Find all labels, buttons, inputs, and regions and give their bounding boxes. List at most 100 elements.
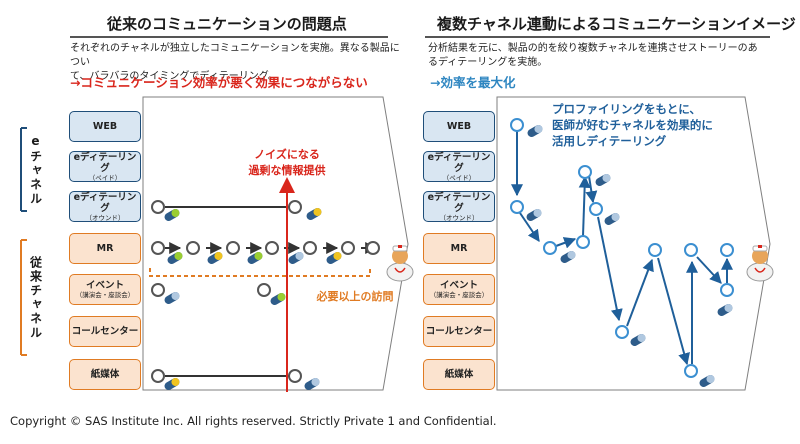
doctor-icon <box>386 245 414 282</box>
left-node <box>257 283 271 297</box>
copyright-footer: Copyright © SAS Institute Inc. All right… <box>10 414 497 428</box>
left-description: それぞれのチャネルが独立したコミュニケーションを実施。異なる製品につい て、バラ… <box>70 42 405 84</box>
channel-label: eディテーリング <box>73 191 137 214</box>
noise-callout-line2: 過剰な情報提供 <box>248 164 326 177</box>
pill-icon <box>595 174 611 186</box>
channel-label: eディテーリング <box>427 151 491 174</box>
pill-icon <box>717 304 733 316</box>
left-node <box>366 241 380 255</box>
channel-callcenter-right: コールセンター <box>423 316 495 347</box>
pill-icon <box>560 251 576 263</box>
left-title-rule <box>70 36 388 38</box>
channel-sublabel: （ペイド） <box>88 173 122 182</box>
e-channel-group-label: eチャネル <box>28 134 43 206</box>
pill-icon <box>247 252 263 264</box>
channel-label: MR <box>450 243 468 254</box>
channel-sublabel: （講演会・座談会） <box>75 291 135 299</box>
left-node <box>186 241 200 255</box>
left-node <box>341 241 355 255</box>
right-title: 複数チャネル連動によるコミュニケーションイメージ <box>437 15 796 33</box>
left-title: 従来のコミュニケーションの問題点 <box>107 15 347 33</box>
profiling-callout-line3: 活用しディテーリング <box>552 134 667 148</box>
noise-callout-line1: ノイズになる <box>254 148 320 161</box>
right-description: 分析結果を元に、製品の的を絞り複数チャネルを連携させストーリーのあ るディテーリ… <box>428 42 773 70</box>
channel-sublabel: （講演会・座談会） <box>429 291 489 299</box>
right-desc-line2: るディテーリングを実施。 <box>428 57 548 68</box>
right-desc-line1: 分析結果を元に、製品の的を絞り複数チャネルを連携させストーリーのあ <box>428 43 758 54</box>
channel-sublabel: （オウンド） <box>439 213 479 222</box>
left-node <box>151 241 165 255</box>
right-title-rule <box>425 36 770 38</box>
left-node <box>151 283 165 297</box>
noise-callout: ノイズになる 過剰な情報提供 <box>232 147 342 179</box>
channel-label: MR <box>96 243 114 254</box>
channel-label: 紙媒体 <box>444 369 474 380</box>
pill-icon <box>304 378 320 390</box>
channel-sublabel: （オウンド） <box>85 213 125 222</box>
right-node <box>578 165 592 179</box>
channel-edetail-owned-left: eディテーリング（オウンド） <box>69 191 141 222</box>
pill-icon <box>164 378 180 390</box>
pill-icon <box>604 213 620 225</box>
excess-visit-brace <box>149 268 371 277</box>
channel-paper-right: 紙媒体 <box>423 359 495 390</box>
left-node <box>151 200 165 214</box>
left-desc-line1: それぞれのチャネルが独立したコミュニケーションを実施。異なる製品につい <box>70 43 400 68</box>
right-node <box>543 241 557 255</box>
channel-label: コールセンター <box>425 326 493 337</box>
doctor-icon <box>746 245 774 282</box>
right-node <box>684 364 698 378</box>
pill-icon <box>164 209 180 221</box>
channel-paper-left: 紙媒体 <box>69 359 141 390</box>
channel-label: WEB <box>446 121 472 132</box>
channel-label: イベント <box>439 280 478 291</box>
pill-icon <box>270 293 286 305</box>
left-desc-line2: て、バラバラのタイミングでディテーリング。 <box>70 71 278 82</box>
pill-icon <box>306 208 322 220</box>
channel-mr-right: MR <box>423 233 495 264</box>
right-node <box>510 200 524 214</box>
right-flow-area <box>496 96 771 391</box>
right-node <box>648 243 662 257</box>
channel-label: WEB <box>92 121 118 132</box>
pill-icon <box>288 252 304 264</box>
right-node <box>684 243 698 257</box>
pill-icon <box>207 252 223 264</box>
profiling-callout: プロファイリングをもとに、 医師が好むチャネルを効果的に 活用しディテーリング <box>552 101 727 149</box>
channel-edetail-owned-right: eディテーリング（オウンド） <box>423 191 495 222</box>
pill-icon <box>630 334 646 346</box>
right-node <box>576 235 590 249</box>
profiling-callout-line1: プロファイリングをもとに、 <box>552 102 701 116</box>
right-node <box>510 118 524 132</box>
pill-icon <box>167 252 183 264</box>
channel-web-left: WEB <box>69 111 141 142</box>
channel-event-left: イベント（講演会・座談会） <box>69 274 141 305</box>
channel-label: eディテーリング <box>427 191 491 214</box>
channel-callcenter-left: コールセンター <box>69 316 141 347</box>
channel-label: イベント <box>85 280 124 291</box>
channel-sublabel: （ペイド） <box>442 173 476 182</box>
traditional-channel-group-label: 従来チャネル <box>28 256 43 340</box>
profiling-callout-line2: 医師が好むチャネルを効果的に <box>552 118 713 132</box>
pill-icon <box>164 292 180 304</box>
left-highlight: →コミュニケーション効率が悪く効果につながらない <box>70 75 368 90</box>
right-node <box>589 202 603 216</box>
right-node <box>720 243 734 257</box>
channel-edetail-paid-right: eディテーリング（ペイド） <box>423 151 495 182</box>
channel-web-right: WEB <box>423 111 495 142</box>
channel-label: コールセンター <box>71 326 139 337</box>
left-node <box>288 200 302 214</box>
pill-icon <box>527 125 543 137</box>
channel-event-right: イベント（講演会・座談会） <box>423 274 495 305</box>
pill-icon <box>326 252 342 264</box>
excess-visit-callout: 必要以上の訪問 <box>316 290 394 303</box>
left-node <box>226 241 240 255</box>
channel-label: 紙媒体 <box>90 369 120 380</box>
pill-icon <box>526 209 542 221</box>
left-node <box>303 241 317 255</box>
left-node <box>288 369 302 383</box>
right-node <box>615 325 629 339</box>
pill-icon <box>699 375 715 387</box>
channel-label: eディテーリング <box>73 151 137 174</box>
